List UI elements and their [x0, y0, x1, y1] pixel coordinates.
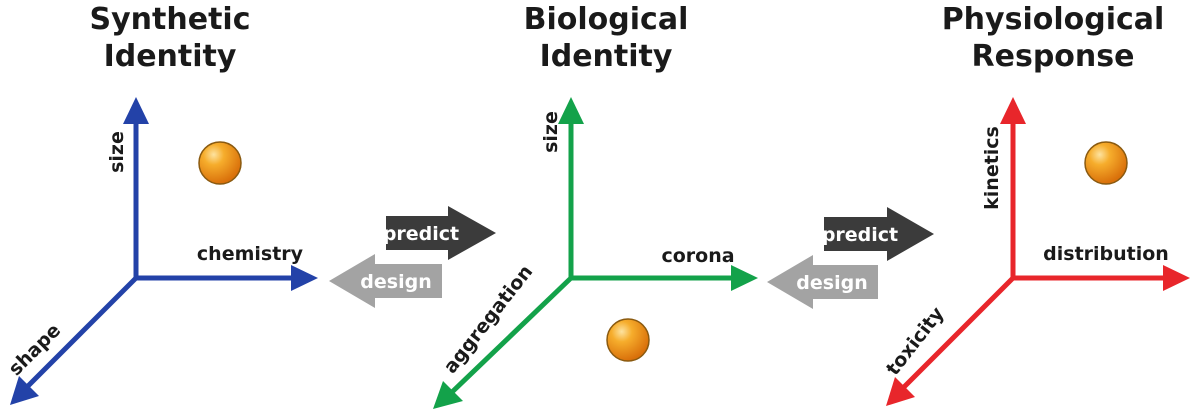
design-arrow: design — [767, 255, 878, 309]
panel-title-line-1: Biological — [524, 2, 689, 37]
axis-horizontal — [136, 265, 318, 291]
nanoparticle-sphere — [198, 141, 242, 185]
axis-label-size: size — [540, 111, 562, 153]
design-label: design — [796, 272, 867, 294]
axis-diagonal — [433, 276, 573, 409]
axis-diagonal — [886, 276, 1015, 406]
predict-label: predict — [383, 223, 459, 245]
axis-label-corona: corona — [661, 245, 734, 267]
panel-title-line-2: Identity — [104, 39, 237, 74]
panel-physiological-response: Physiological Response kinetics distribu… — [882, 2, 1190, 406]
panel-title-line-2: Identity — [540, 39, 673, 74]
axis-label-chemistry: chemistry — [197, 243, 304, 265]
design-label: design — [360, 271, 431, 293]
axis-horizontal — [1013, 265, 1190, 291]
axis-vertical — [1000, 97, 1026, 278]
axis-vertical — [558, 97, 584, 278]
nanoparticle-sphere — [1084, 141, 1128, 185]
axis-label-toxicity: toxicity — [882, 302, 949, 379]
axis-diagonal — [10, 276, 138, 405]
axis-label-kinetics: kinetics — [981, 126, 1003, 210]
predict-arrow: predict — [383, 206, 496, 260]
axis-label-size: size — [106, 131, 128, 173]
predict-label: predict — [822, 224, 898, 246]
axis-horizontal — [571, 265, 758, 291]
axis-label-shape: shape — [4, 319, 65, 380]
transition-arrows-1: predict design — [329, 206, 496, 308]
axis-label-distribution: distribution — [1043, 243, 1169, 265]
panel-biological-identity: Biological Identity size corona aggregat… — [433, 2, 758, 409]
nanoparticle-sphere — [606, 318, 650, 362]
predict-arrow: predict — [822, 207, 934, 261]
panel-title-line-1: Physiological — [942, 2, 1165, 37]
design-arrow: design — [329, 254, 442, 308]
panel-title-line-2: Response — [972, 39, 1135, 74]
transition-arrows-2: predict design — [767, 207, 934, 309]
panel-synthetic-identity: Synthetic Identity size chemistry shape — [4, 2, 318, 405]
axis-vertical — [123, 97, 149, 278]
panel-title-line-1: Synthetic — [90, 2, 251, 37]
